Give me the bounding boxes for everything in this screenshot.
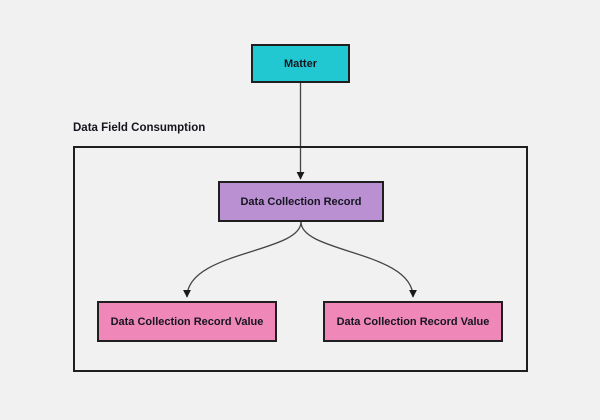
node-data-collection-record-value-right-label: Data Collection Record Value — [336, 315, 490, 328]
node-data-collection-record[interactable]: Data Collection Record — [218, 181, 384, 222]
node-data-collection-record-value-left-label: Data Collection Record Value — [110, 315, 264, 328]
node-data-collection-record-value-right[interactable]: Data Collection Record Value — [323, 301, 503, 342]
group-label: Data Field Consumption — [73, 122, 206, 134]
node-matter-label: Matter — [283, 57, 317, 70]
node-data-collection-record-value-left[interactable]: Data Collection Record Value — [97, 301, 277, 342]
group-container — [73, 146, 528, 372]
node-matter[interactable]: Matter — [251, 44, 350, 83]
node-data-collection-record-label: Data Collection Record — [240, 195, 362, 208]
